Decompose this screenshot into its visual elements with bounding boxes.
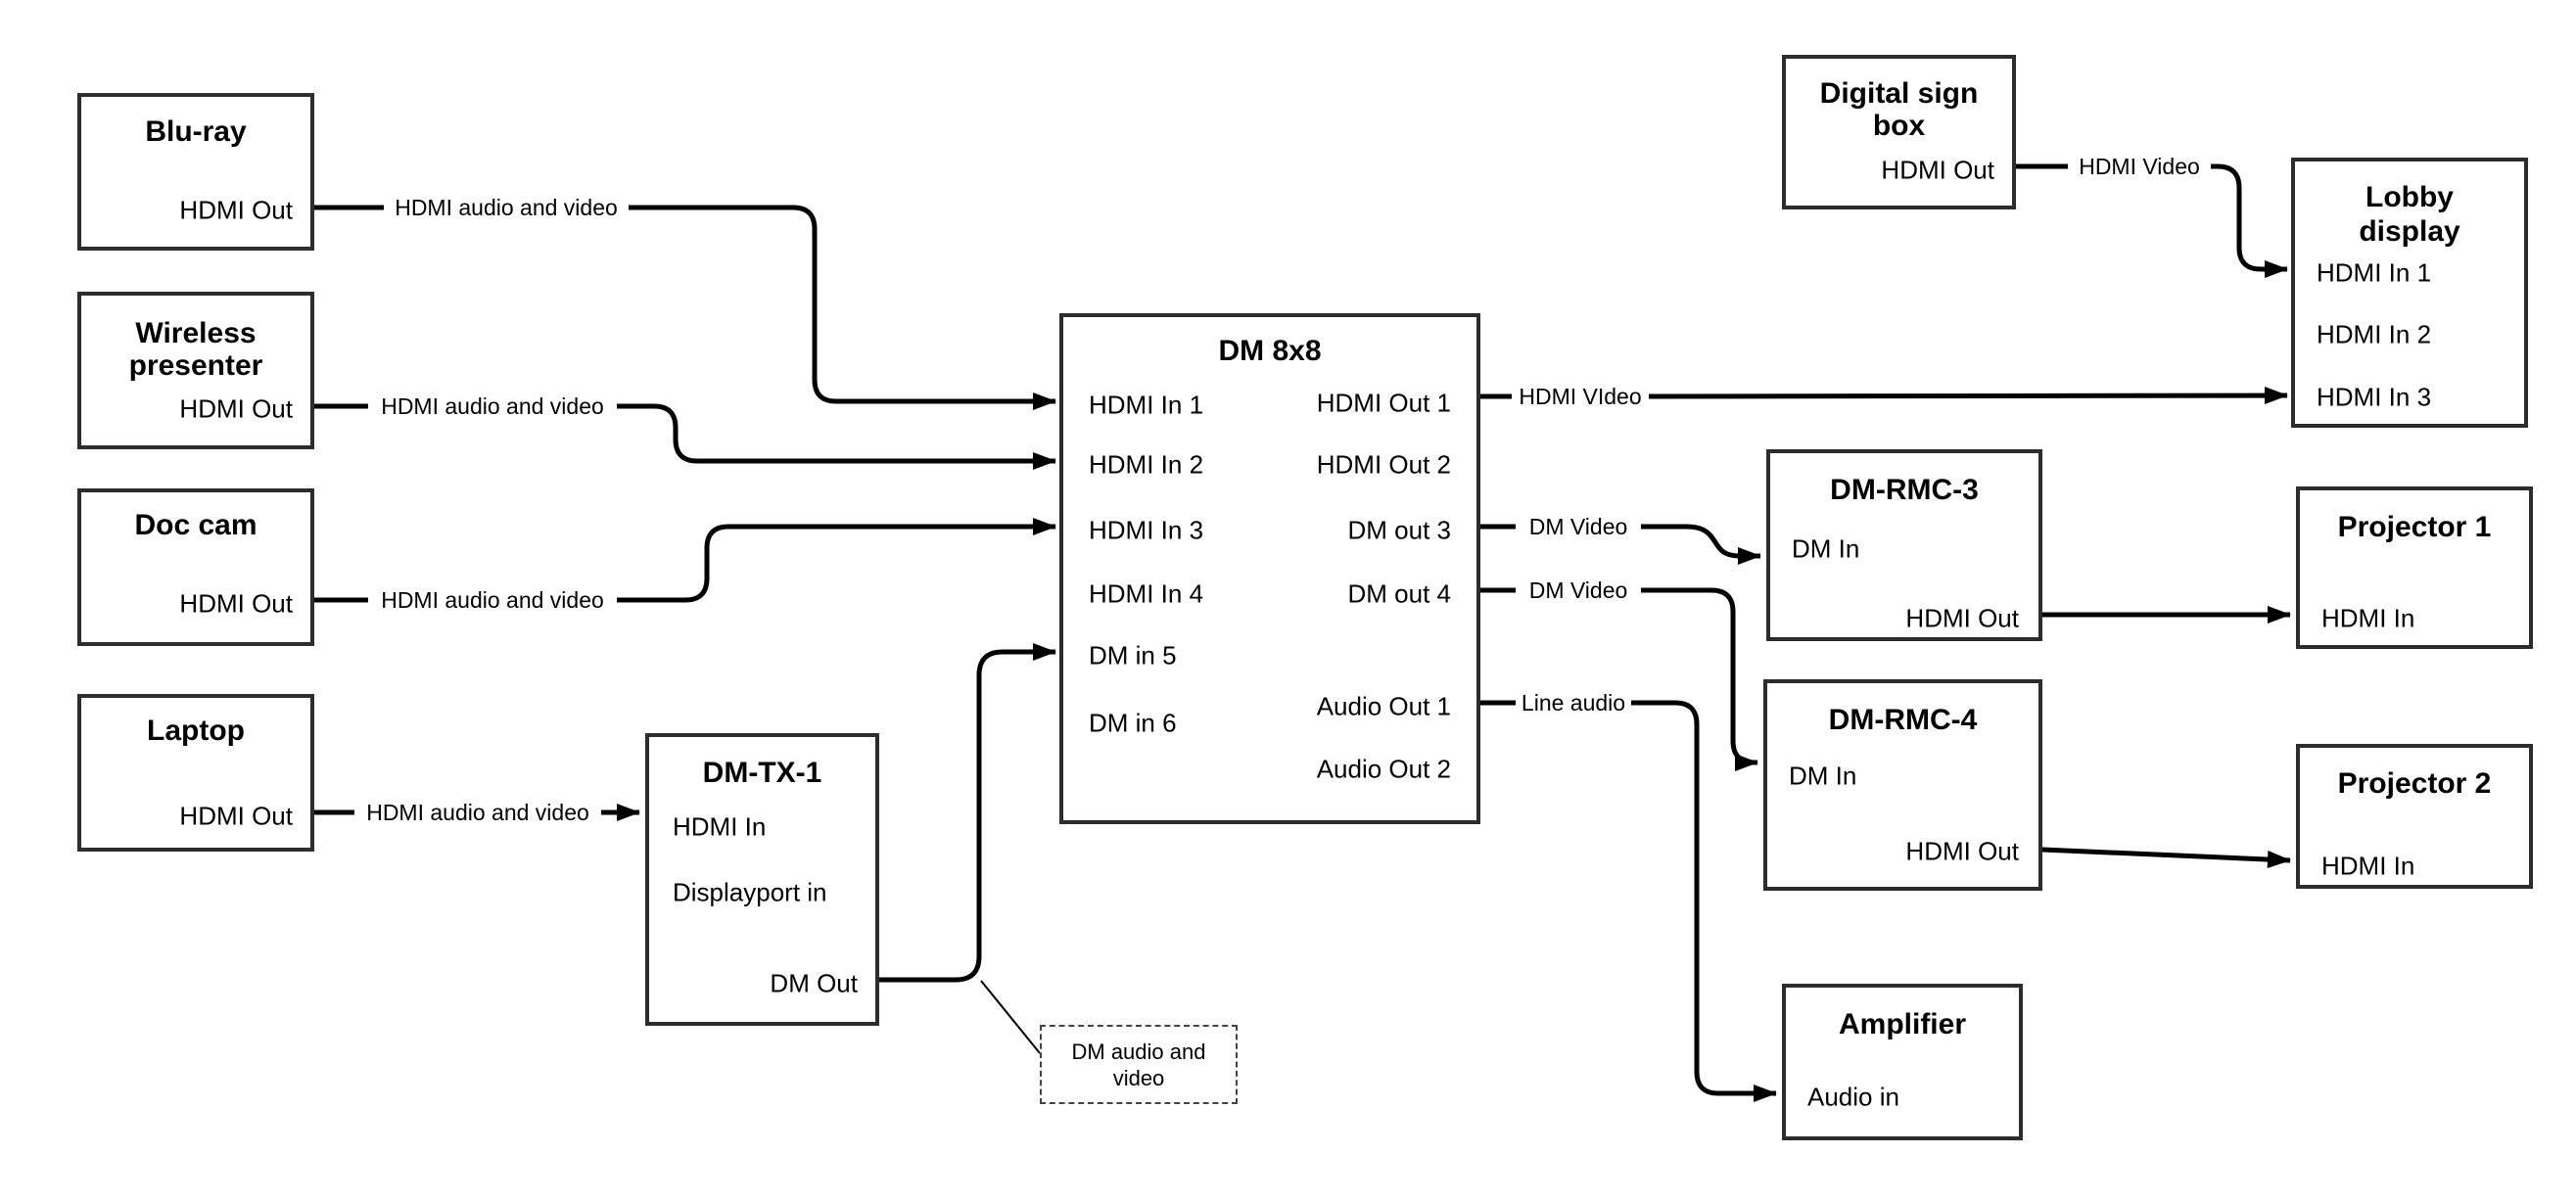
port-dm8x8-dm-out-4: DM out 4 [1347,578,1452,609]
cable-audioout1-label: Line audio [1522,690,1625,716]
port-dm8x8-hdmi-out-1: HDMI Out 1 [1316,388,1451,418]
port-proj2-hdmi-in: HDMI In [2321,851,2415,881]
note-line2: video [1112,1065,1165,1090]
node-dm-rmc-4: DM-RMC-4 DM In HDMI Out [1763,679,2042,891]
cable-dmout4-segment2 [1641,587,1758,771]
cable-wireless-label: HDMI audio and video [381,393,604,419]
note-callout-line [980,980,1041,1054]
port-dmrmc4-dm-in: DM In [1789,761,1857,791]
node-digital-sign-box: Digital sign box HDMI Out [1782,55,2016,209]
port-amplifier-audio-in: Audio in [1807,1082,1899,1112]
node-bluray: Blu-ray HDMI Out [77,93,314,251]
cable-doccam-segment2 [617,518,1056,603]
port-bluray-hdmi-out: HDMI Out [179,195,293,225]
note-line1: DM audio and [1071,1039,1206,1064]
port-dmtx1-displayport-in: Displayport in [673,877,827,907]
node-proj1-title: Projector 1 [2337,511,2492,543]
node-doccam-title: Doc cam [134,509,258,541]
port-dmtx1-hdmi-in: HDMI In [673,811,767,842]
port-wireless-hdmi-out: HDMI Out [179,393,293,424]
node-dm-rmc-3: DM-RMC-3 DM In HDMI Out [1766,449,2042,641]
node-digitalsign-title-line1: Digital sign [1819,77,1979,110]
node-lobby-title-line2: display [2359,215,2460,248]
node-amplifier-title: Amplifier [1838,1008,1967,1040]
node-dm8x8-title: DM 8x8 [1218,335,1322,367]
cable-hdmiout1-segment2 [1648,387,2288,405]
port-dmrmc3-hdmi-out: HDMI Out [1905,603,2019,633]
node-dm-8x8: DM 8x8 HDMI In 1 HDMI In 2 HDMI In 3 HDM… [1059,313,1480,824]
cable-hdmiout1-label: HDMI VIdeo [1519,384,1641,409]
port-dm8x8-audio-out-2: Audio Out 2 [1316,754,1451,784]
port-dm8x8-hdmi-out-2: HDMI Out 2 [1316,449,1451,480]
cable-tx-to-dm8x8 [879,643,1056,983]
node-dmrmc3-title: DM-RMC-3 [1830,474,1979,506]
cable-audioout1-segment2 [1631,700,1777,1102]
node-proj2-title: Projector 2 [2337,767,2492,800]
port-dm8x8-hdmi-in-2: HDMI In 2 [1089,449,1204,480]
node-amplifier: Amplifier Audio in [1782,984,2023,1140]
node-dm-tx-1: DM-TX-1 HDMI In Displayport in DM Out [645,733,879,1026]
cable-dmout3-label: DM Video [1529,514,1628,539]
port-laptop-hdmi-out: HDMI Out [179,801,293,831]
node-dmtx1-title: DM-TX-1 [702,757,822,789]
cable-bluray-segment2 [629,205,1056,410]
cable-rmc4-to-proj2 [2041,847,2291,868]
node-wireless-title-line2: presenter [128,349,263,382]
note-dm-audio-video: DM audio and video [1040,1025,1238,1104]
port-dm8x8-dm-in-5: DM in 5 [1089,640,1177,670]
node-laptop: Laptop HDMI Out [77,694,314,852]
node-dmrmc4-title: DM-RMC-4 [1828,704,1978,736]
cable-wireless-segment2 [617,403,1056,470]
node-bluray-title: Blu-ray [145,115,247,148]
node-projector-1: Projector 1 HDMI In [2296,486,2533,649]
cable-doccam-label: HDMI audio and video [381,587,604,613]
port-lobby-hdmi-in-1: HDMI In 1 [2317,257,2432,288]
node-projector-2: Projector 2 HDMI In [2296,744,2533,889]
node-wireless-presenter: Wireless presenter HDMI Out [77,292,314,449]
port-proj1-hdmi-in: HDMI In [2321,603,2415,633]
cable-sign-label: HDMI Video [2079,154,2200,179]
port-digitalsign-hdmi-out: HDMI Out [1881,155,1994,185]
port-dmrmc4-hdmi-out: HDMI Out [1905,836,2019,866]
node-lobby-title-line1: Lobby [2365,181,2454,213]
port-dm8x8-audio-out-1: Audio Out 1 [1316,691,1451,721]
node-laptop-title: Laptop [147,715,245,747]
cable-dmout4-label: DM Video [1529,577,1628,603]
port-dm8x8-dm-in-6: DM in 6 [1089,708,1177,738]
cable-dmout3-segment2 [1641,524,1761,565]
port-dmrmc3-dm-in: DM In [1792,533,1860,564]
port-doccam-hdmi-out: HDMI Out [179,588,293,619]
port-dm8x8-hdmi-in-3: HDMI In 3 [1089,515,1204,545]
port-dmtx1-dm-out: DM Out [770,968,858,998]
node-digitalsign-title-line2: box [1872,110,1926,142]
cable-laptop-label: HDMI audio and video [366,800,589,825]
node-doc-cam: Doc cam HDMI Out [77,488,314,646]
port-dm8x8-hdmi-in-1: HDMI In 1 [1089,390,1204,420]
cable-sign-segment2 [2211,163,2288,278]
port-lobby-hdmi-in-3: HDMI In 3 [2317,382,2432,412]
node-wireless-title-line1: Wireless [135,317,257,349]
port-dm8x8-dm-out-3: DM out 3 [1347,515,1452,545]
port-lobby-hdmi-in-2: HDMI In 2 [2317,319,2432,349]
node-lobby-display: Lobby display HDMI In 1 HDMI In 2 HDMI I… [2291,158,2528,428]
cable-bluray-label: HDMI audio and video [395,195,618,220]
port-dm8x8-hdmi-in-4: HDMI In 4 [1089,578,1204,609]
